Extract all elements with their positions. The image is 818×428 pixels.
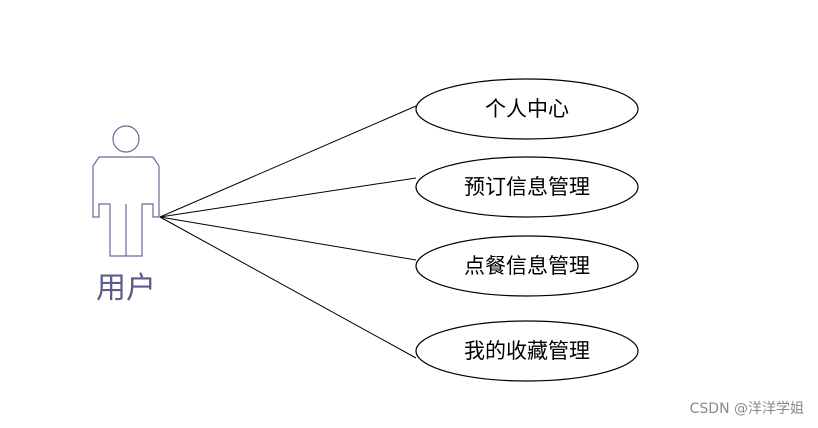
association-line-4 xyxy=(159,216,417,359)
use-case-label: 预订信息管理 xyxy=(464,175,590,199)
use-case-reservation-management[interactable]: 预订信息管理 xyxy=(415,156,639,218)
association-line-3 xyxy=(159,216,417,261)
use-case-personal-center[interactable]: 个人中心 xyxy=(415,78,639,140)
use-case-ellipse[interactable] xyxy=(415,78,639,140)
use-case-label: 我的收藏管理 xyxy=(464,339,590,363)
watermark-text: CSDN @洋洋学姐 xyxy=(689,401,804,417)
use-case-label: 点餐信息管理 xyxy=(464,254,590,278)
use-case-label: 个人中心 xyxy=(485,97,569,121)
use-case-favorites-management[interactable]: 我的收藏管理 xyxy=(415,320,639,382)
use-case-ellipse[interactable] xyxy=(415,156,639,218)
use-case-ordering-management[interactable]: 点餐信息管理 xyxy=(415,235,639,297)
actor-figure xyxy=(92,125,160,257)
actor-head xyxy=(112,125,140,153)
actor-label: 用户 xyxy=(96,271,156,306)
use-case-ellipse[interactable] xyxy=(415,320,639,382)
use-case-ellipse[interactable] xyxy=(415,235,639,297)
association-line-2 xyxy=(159,177,417,218)
association-line-1 xyxy=(159,105,417,218)
